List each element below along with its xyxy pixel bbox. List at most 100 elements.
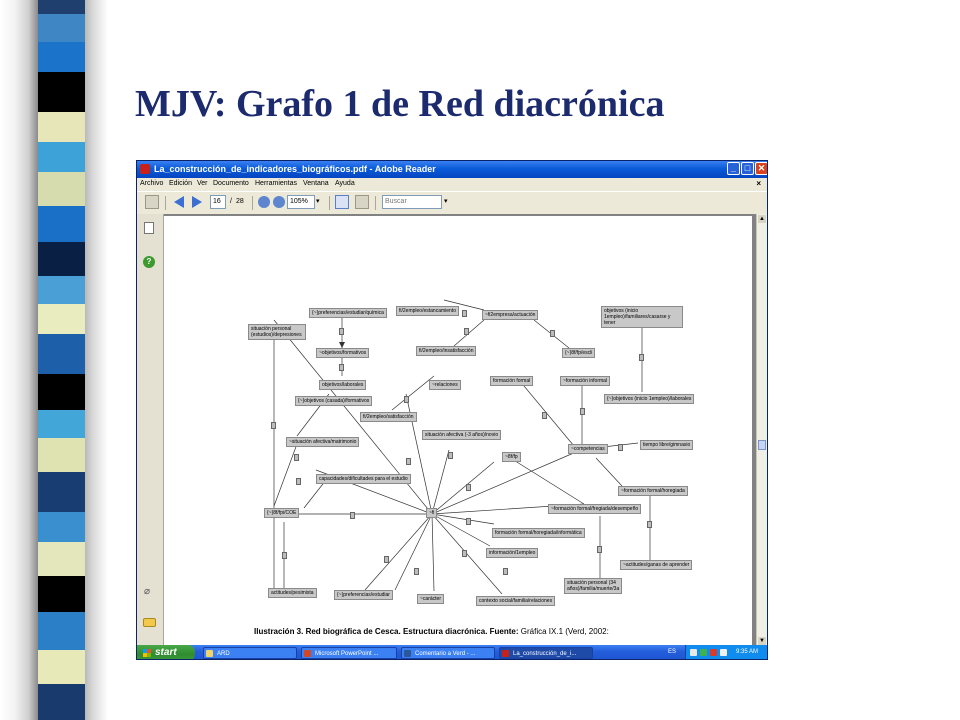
- taskbar-item-adobe-reader[interactable]: La_construcción_de_i...: [499, 647, 593, 659]
- stripe-block: [38, 42, 85, 72]
- start-button[interactable]: start: [137, 645, 195, 659]
- tray-icon[interactable]: [690, 649, 697, 656]
- zoom-level-field[interactable]: 105%: [287, 195, 315, 209]
- help-icon[interactable]: ?: [143, 256, 155, 268]
- edge-marker: [448, 452, 453, 459]
- edge-marker: [271, 422, 276, 429]
- task-label: ARD: [217, 651, 230, 657]
- pages-panel-icon[interactable]: [144, 222, 154, 234]
- graph-node: formación formal/horegiada/informática: [492, 528, 585, 538]
- graph-node: fi/2empleo/insatisfacción: [416, 346, 477, 356]
- menu-edicion[interactable]: Edición: [169, 180, 192, 187]
- graph-node: ~objetivos/formativos: [316, 348, 370, 358]
- caption-title: Ilustración 3. Red biográfica de Cesca. …: [254, 627, 488, 636]
- edge-marker: [597, 546, 602, 553]
- graph-node: fi/2empleo/estancamiento: [396, 306, 459, 316]
- comments-icon[interactable]: [143, 618, 156, 627]
- search-dropdown-icon[interactable]: ▾: [444, 198, 448, 205]
- window-titlebar[interactable]: La_construcción_de_indicadores_biográfic…: [137, 161, 767, 178]
- clock[interactable]: 9:35 AM: [736, 649, 759, 655]
- edge-marker: [466, 518, 471, 525]
- edge-marker: [414, 568, 419, 575]
- menu-herramientas[interactable]: Herramientas: [255, 180, 298, 187]
- graph-node: objetivos/laborales: [319, 380, 367, 390]
- stripe-block: [38, 410, 85, 438]
- close-button[interactable]: ✕: [755, 162, 767, 175]
- scroll-down-icon[interactable]: ▼: [758, 637, 766, 645]
- edge-marker: [580, 408, 585, 415]
- folder-icon: [206, 650, 213, 657]
- toolbar-separator: [252, 196, 253, 210]
- zoom-dropdown-icon[interactable]: ▾: [316, 198, 320, 205]
- adobe-reader-window: La_construcción_de_indicadores_biográfic…: [136, 160, 768, 660]
- graph-node: ~formación formal/horegiada: [618, 486, 688, 496]
- stripe-block: [38, 542, 85, 576]
- graph-node: situación personal (estudios)/depresione…: [248, 324, 306, 340]
- graph-node: ~8f/fp: [502, 452, 521, 462]
- edge-marker: [282, 552, 287, 559]
- menu-ver[interactable]: Ver: [197, 180, 208, 187]
- scroll-up-icon[interactable]: ▲: [758, 215, 766, 223]
- decorative-stripe-bar: [0, 0, 108, 720]
- edge-marker: [339, 364, 344, 371]
- edge-marker: [462, 550, 467, 557]
- tray-icon[interactable]: [720, 649, 727, 656]
- graph-node: información/1empleo: [486, 548, 539, 558]
- print-icon[interactable]: [145, 195, 159, 209]
- zoom-out-icon[interactable]: [258, 196, 270, 208]
- graph-node: {~}8f/fpi/COE: [264, 508, 300, 518]
- stripe-block: [38, 206, 85, 242]
- stripe-block: [38, 72, 85, 112]
- edge-marker: [639, 354, 644, 361]
- next-page-icon[interactable]: [190, 195, 204, 209]
- previous-page-icon[interactable]: [172, 195, 186, 209]
- document-viewport[interactable]: {~}preferencias/estudiar/química situaci…: [164, 214, 757, 646]
- edge-marker: [503, 568, 508, 575]
- graph-node: {~}objetivos (inicio 1empleo)/laborales: [604, 394, 695, 404]
- stripe-block: [38, 172, 85, 206]
- navigation-panel: ? ⌀: [137, 214, 164, 646]
- stripe-block: [38, 142, 85, 172]
- vertical-scrollbar[interactable]: ▲ ▼: [756, 214, 767, 646]
- graph-node: ~competencias: [568, 444, 608, 454]
- stripe-shadow-left: [0, 0, 38, 720]
- taskbar-item-word[interactable]: Comentario a Verd - ...: [401, 647, 495, 659]
- language-indicator[interactable]: ES: [668, 649, 677, 655]
- zoom-in-icon[interactable]: [273, 196, 285, 208]
- tray-icon[interactable]: [710, 649, 717, 656]
- task-label: Microsoft PowerPoint ...: [315, 651, 379, 657]
- graph-node: contexto social/familia/relaciones: [476, 596, 556, 606]
- search-input[interactable]: Buscar: [382, 195, 442, 209]
- page-separator: /: [230, 198, 232, 205]
- taskbar-item-ard[interactable]: ARD: [203, 647, 297, 659]
- tray-icon[interactable]: [700, 649, 707, 656]
- edge-marker: [406, 458, 411, 465]
- start-label: start: [155, 647, 177, 658]
- menu-ventana[interactable]: Ventana: [303, 180, 329, 187]
- fit-width-icon[interactable]: [355, 195, 369, 209]
- task-label: Comentario a Verd - ...: [415, 651, 476, 657]
- stripe-block: [38, 14, 85, 42]
- minimize-button[interactable]: _: [727, 162, 740, 175]
- toolbar-separator: [165, 196, 166, 210]
- close-document-button[interactable]: ×: [756, 179, 761, 188]
- graph-node: situación afectiva (-3 años)/novio: [422, 430, 502, 440]
- edge-marker: [350, 512, 355, 519]
- menu-documento[interactable]: Documento: [213, 180, 249, 187]
- fit-page-icon[interactable]: [335, 195, 349, 209]
- stripe-block: [38, 650, 85, 684]
- taskbar-item-powerpoint[interactable]: Microsoft PowerPoint ...: [301, 647, 397, 659]
- pdf-page: {~}preferencias/estudiar/química situaci…: [164, 216, 752, 646]
- stripe-block: [38, 276, 85, 304]
- stripe-block: [38, 374, 85, 410]
- system-tray: 9:35 AM: [685, 645, 767, 659]
- stripe-block: [38, 576, 85, 612]
- scrollbar-thumb[interactable]: [758, 440, 766, 450]
- maximize-button[interactable]: □: [741, 162, 754, 175]
- page-number-input[interactable]: 16: [210, 195, 226, 209]
- adobe-reader-icon: [140, 164, 150, 174]
- menu-ayuda[interactable]: Ayuda: [335, 180, 355, 187]
- edge-marker: [404, 396, 409, 403]
- menu-archivo[interactable]: Archivo: [140, 180, 164, 187]
- attachment-icon[interactable]: ⌀: [144, 586, 151, 597]
